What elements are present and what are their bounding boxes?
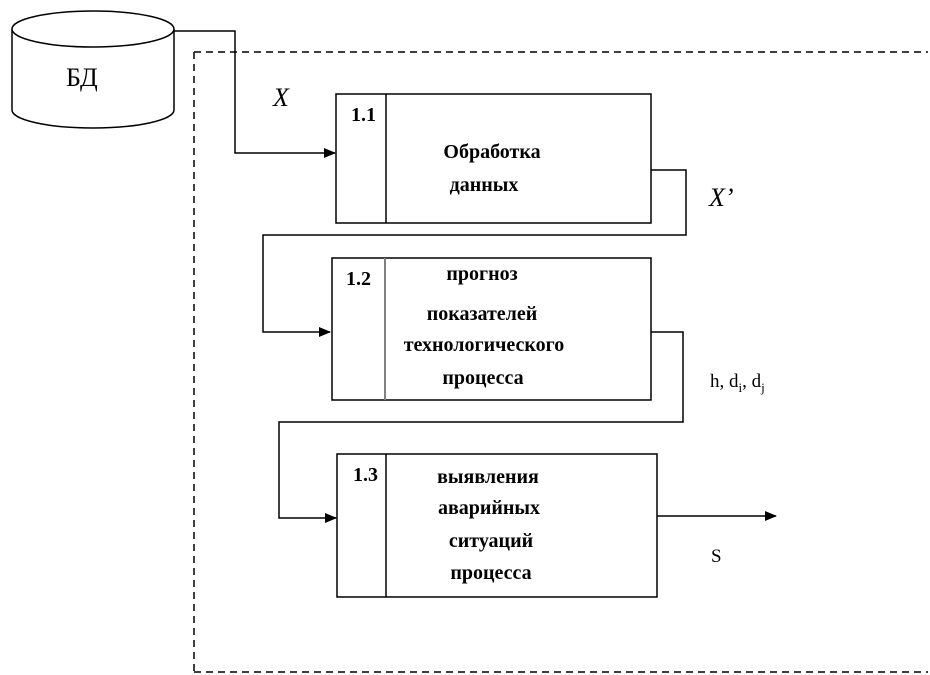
- block-1-2-line-4: процесса: [442, 367, 523, 389]
- block-1-2-line-2: показателей: [427, 303, 538, 325]
- block-1-2-line-3: технологического: [404, 334, 565, 356]
- database-cylinder: БД: [11, 10, 175, 129]
- block-1-1-line-2: данных: [450, 174, 519, 196]
- flow-x-prime-arrow: [262, 169, 687, 337]
- block-1-3: 1.3 выявления аварийных ситуаций процесс…: [336, 453, 658, 598]
- block-1-3-line-2: аварийных: [438, 497, 540, 519]
- block-1-1-line-1: Обработка: [443, 141, 540, 163]
- flow-x-prime-label: X’: [708, 183, 734, 212]
- system-boundary: [193, 51, 928, 673]
- block-1-1-number: 1.1: [351, 104, 376, 126]
- flow-x-arrow: [174, 30, 336, 158]
- flow-s-label: S: [711, 546, 722, 567]
- flow-x-label: X: [272, 83, 290, 112]
- flow-h-d-label: h, di, dj: [710, 371, 765, 395]
- flow-h-d-arrow: [278, 331, 684, 523]
- block-1-3-line-3: ситуаций: [449, 530, 533, 552]
- block-1-2-line-1: прогноз: [446, 263, 517, 285]
- block-1-3-line-4: процесса: [450, 562, 531, 584]
- database-label: БД: [66, 63, 98, 92]
- block-1-1: 1.1 Обработка данных: [335, 93, 652, 224]
- block-1-2: 1.2 прогноз показателей технологического…: [331, 257, 652, 401]
- block-1-3-number: 1.3: [353, 464, 378, 486]
- block-1-3-line-1: выявления: [437, 466, 539, 488]
- block-1-2-number: 1.2: [346, 268, 371, 290]
